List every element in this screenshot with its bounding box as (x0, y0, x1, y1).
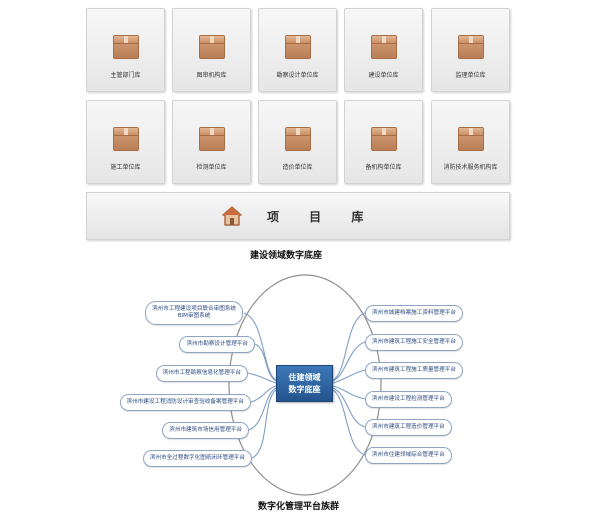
node-credit-platform[interactable]: 滨州市建筑市场信用管理平台 (162, 422, 249, 439)
home-icon (222, 206, 242, 226)
tile-builder-db[interactable]: 施工单位库 (86, 100, 165, 184)
tile-fire-service-db[interactable]: 消防技术服务机构库 (431, 100, 510, 184)
archive-box-icon (112, 35, 139, 59)
node-safety-platform[interactable]: 滨州市建筑工程施工安全管理平台 (365, 334, 463, 351)
node-cost-platform[interactable]: 滨州市建筑工程造价管理平台 (365, 419, 452, 436)
database-panel: 主管部门库 图审机构库 勘察设计单位库 建设单位库 监理单位库 施工单位库 检测… (86, 8, 510, 240)
node-label: 滨州市工程勘察信息化管理平台 (162, 370, 241, 376)
caption-digital-base: 建设领域数字底座 (250, 251, 323, 261)
node-label: 滨州市工程建设项目联合审图系统 (152, 306, 236, 313)
node-label: 滨州市建设工程检测管理平台 (372, 396, 445, 402)
archive-box-icon (457, 35, 484, 59)
archive-box-icon (457, 127, 484, 151)
link-right-6 (332, 389, 366, 456)
node-fire-design-platform[interactable]: 滨州市建设工程消防设计审查验收备案管理平台 (119, 394, 251, 411)
tile-cost-db[interactable]: 造价单位库 (258, 100, 337, 184)
link-right-1 (332, 312, 366, 381)
link-left-3 (247, 372, 277, 384)
tile-label: 主管部门库 (110, 72, 141, 79)
node-drawing-loop-platform[interactable]: 滨州市全过程数字化图纸闭环管理平台 (142, 450, 252, 467)
archive-box-icon (198, 35, 225, 59)
tile-testing-db[interactable]: 检测单位库 (172, 100, 251, 184)
archive-box-icon (198, 127, 225, 151)
link-right-5 (332, 387, 366, 428)
center-digital-base-node[interactable]: 住建领域 数字底座 (276, 365, 333, 402)
link-right-3 (332, 369, 366, 384)
archive-box-icon (284, 35, 311, 59)
archive-box-icon (370, 127, 397, 151)
link-right-2 (332, 341, 366, 382)
tile-label: 造价单位库 (282, 164, 313, 171)
tile-label: 备机构单位库 (365, 164, 402, 171)
node-label: 滨州市建筑工程施工安全管理平台 (372, 339, 456, 345)
caption-platform-cluster: 数字化管理平台族群 (258, 502, 340, 512)
tile-filing-db[interactable]: 备机构单位库 (344, 100, 423, 184)
node-testing-platform[interactable]: 滨州市建设工程检测管理平台 (365, 391, 452, 408)
node-survey-info-platform[interactable]: 滨州市工程勘察信息化管理平台 (155, 365, 248, 382)
node-comprehensive-platform[interactable]: 滨州市住建领域综合管理平台 (365, 447, 452, 464)
archive-box-icon (370, 35, 397, 59)
link-left-6 (251, 389, 277, 459)
archive-box-icon (112, 127, 139, 151)
tile-construction-unit-db[interactable]: 建设单位库 (344, 8, 423, 92)
link-group (243, 312, 366, 459)
node-sublabel: BIM审图系统 (177, 313, 211, 319)
tile-label: 勘察设计单位库 (276, 72, 319, 79)
tile-survey-design-db[interactable]: 勘察设计单位库 (258, 8, 337, 92)
center-line-1: 住建领域 (288, 373, 321, 382)
tile-label: 施工单位库 (110, 164, 141, 171)
tile-label: 检测单位库 (196, 164, 227, 171)
tile-authority-db[interactable]: 主管部门库 (86, 8, 165, 92)
node-label: 滨州市建筑工程造价管理平台 (372, 424, 445, 430)
project-db-bar[interactable]: 项 目 库 (86, 192, 510, 240)
node-label: 滨州市全过程数字化图纸闭环管理平台 (149, 455, 245, 461)
link-left-2 (254, 343, 277, 382)
node-survey-design-platform[interactable]: 滨州市勘察设计管理平台 (179, 336, 255, 353)
link-left-1 (243, 312, 277, 381)
node-label: 滨州市建设工程消防设计审查验收备案管理平台 (126, 399, 244, 405)
node-archive-platform[interactable]: 滨州市城建档案施工资料管理平台 (365, 305, 463, 322)
archive-box-icon (284, 127, 311, 151)
node-label: 滨州市城建档案施工资料管理平台 (372, 310, 456, 316)
node-label: 滨州市勘察设计管理平台 (186, 341, 248, 347)
link-left-4 (250, 385, 277, 403)
project-db-label: 项 目 库 (267, 210, 377, 224)
tile-label: 监理单位库 (455, 72, 486, 79)
node-label: 滨州市住建领域综合管理平台 (372, 452, 445, 458)
node-quality-platform[interactable]: 滨州市建筑工程施工质量管理平台 (365, 362, 463, 379)
tile-review-agency-db[interactable]: 图审机构库 (172, 8, 251, 92)
node-label: 滨州市建筑市场信用管理平台 (169, 427, 242, 433)
link-left-5 (248, 387, 277, 431)
link-right-4 (332, 385, 366, 400)
node-label: 滨州市建筑工程施工质量管理平台 (372, 367, 456, 373)
center-line-2: 数字底座 (288, 385, 321, 394)
circle-outline (228, 274, 382, 496)
tile-label: 建设单位库 (368, 72, 399, 79)
tile-label: 图审机构库 (196, 72, 227, 79)
tile-supervision-db[interactable]: 监理单位库 (431, 8, 510, 92)
node-joint-review-system[interactable]: 滨州市工程建设项目联合审图系统 BIM审图系统 (145, 301, 243, 325)
tile-label: 消防技术服务机构库 (443, 164, 498, 171)
